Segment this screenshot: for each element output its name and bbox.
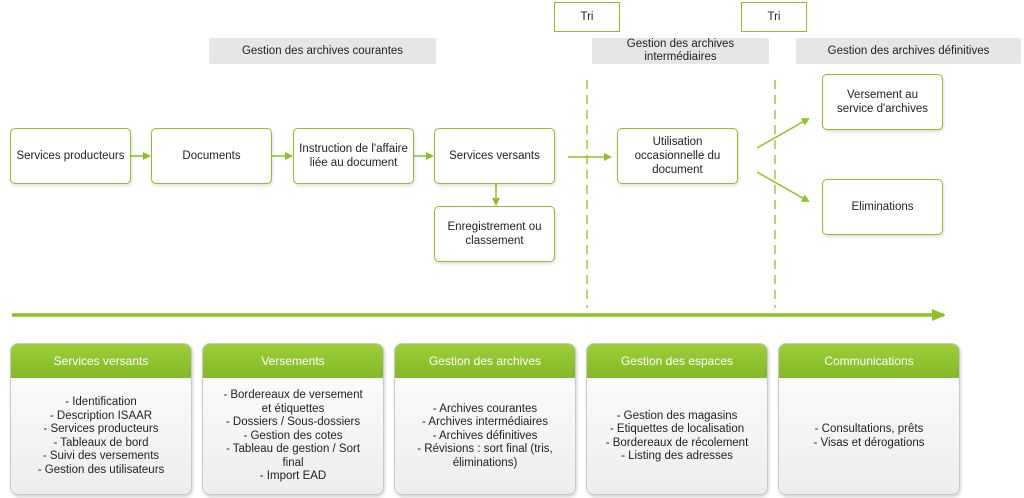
- card-list: - Bordereaux de versement et étiquettes …: [203, 378, 383, 494]
- list-item: - Etiquettes de localisation: [609, 423, 745, 435]
- card-title: Gestion des espaces: [587, 344, 767, 378]
- node-versement: Versement au service d'archives: [822, 74, 943, 130]
- card-communications: Communications - Consultations, prêts - …: [778, 343, 960, 495]
- list-item: - Archives intermédiaires: [422, 416, 548, 429]
- list-item: - Bordereaux de récolement: [605, 436, 749, 449]
- node-instruction: Instruction de l'affaire liée au documen…: [293, 128, 414, 184]
- card-list: - Consultations, prêts - Visas et déroga…: [779, 378, 959, 494]
- card-title: Gestion des archives: [395, 344, 575, 378]
- node-documents: Documents: [151, 128, 272, 184]
- list-item: - Gestion des cotes: [243, 429, 343, 442]
- list-item: - Tableaux de bord: [53, 436, 149, 449]
- list-item: - Services producteurs: [43, 423, 159, 435]
- card-title: Versements: [203, 344, 383, 378]
- list-item: - Archives courantes: [432, 402, 538, 415]
- card-services-versants: Services versants - Identification - Des…: [10, 343, 192, 495]
- card-title: Services versants: [11, 344, 191, 378]
- card-list: - Archives courantes - Archives interméd…: [395, 378, 575, 494]
- list-item: - Bordereaux de versement et étiquettes: [223, 389, 363, 415]
- list-item: - Suivi des versements: [42, 450, 160, 462]
- list-item: - Tableau de gestion / Sort final: [225, 443, 361, 469]
- phase-intermediaires: Gestion des archives intermédiaires: [592, 38, 769, 64]
- list-item: - Consultations, prêts: [814, 423, 924, 435]
- tri-label-2: Tri: [741, 2, 807, 32]
- card-versements: Versements - Bordereaux de versement et …: [202, 343, 384, 495]
- phase-courantes: Gestion des archives courantes: [209, 38, 436, 64]
- node-eliminations: Eliminations: [822, 179, 943, 235]
- list-item: - Listing des adresses: [621, 450, 733, 462]
- tri-label-1: Tri: [554, 2, 620, 32]
- list-item: - Description ISAAR: [49, 409, 153, 422]
- phase-definitives: Gestion des archives définitives: [796, 38, 1021, 64]
- list-item: - Gestion des magasins: [616, 409, 738, 422]
- card-title: Communications: [779, 344, 959, 378]
- card-gestion-espaces: Gestion des espaces - Gestion des magasi…: [586, 343, 768, 495]
- list-item: - Identification: [65, 396, 137, 408]
- node-utilisation: Utilisation occasionnelle du document: [617, 128, 738, 184]
- arrow-utilisation-eliminations: [756, 171, 810, 202]
- card-list: - Gestion des magasins - Etiquettes de l…: [587, 378, 767, 494]
- list-item: - Visas et dérogations: [813, 436, 925, 449]
- list-item: - Gestion des utilisateurs: [37, 463, 165, 476]
- node-services-producteurs: Services producteurs: [10, 128, 131, 184]
- list-item: - Archives définitives: [432, 429, 538, 442]
- node-enregistrement: Enregistrement ou classement: [434, 206, 555, 262]
- node-services-versants: Services versants: [434, 128, 555, 184]
- list-item: - Dossiers / Sous-dossiers: [225, 416, 361, 429]
- list-item: - Révisions : sort final (tris, éliminat…: [417, 443, 553, 469]
- arrow-utilisation-versement: [756, 118, 810, 149]
- card-list: - Identification - Description ISAAR - S…: [11, 378, 191, 494]
- list-item: - Import EAD: [259, 470, 327, 483]
- card-gestion-archives: Gestion des archives - Archives courante…: [394, 343, 576, 495]
